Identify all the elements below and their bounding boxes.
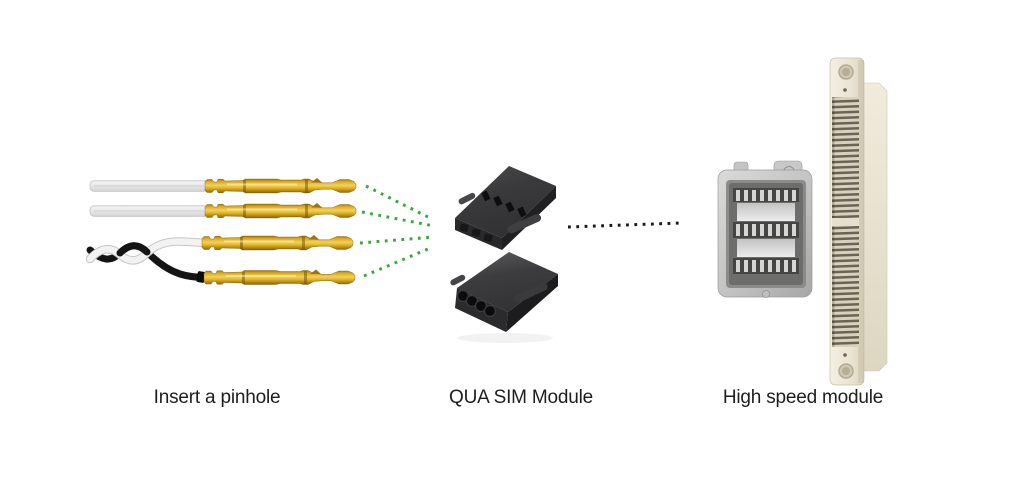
label-high-speed-module: High speed module [722, 387, 884, 408]
green-dotted-arrows [359, 184, 435, 278]
shell-pin-row-2 [736, 224, 796, 236]
green-dotted-arrow-3 [359, 235, 435, 245]
wire-band [196, 271, 206, 283]
gold-pin-4 [203, 269, 356, 285]
label-insert-a-pinhole: Insert a pinhole [153, 387, 281, 408]
shell-pin-row-1 [736, 190, 796, 201]
high-speed-connector-illustration [829, 57, 888, 386]
green-dotted-arrow-2 [361, 210, 435, 228]
shell-screw-bottom [762, 290, 770, 298]
gold-pin-3 [201, 234, 354, 251]
housing-cavities [456, 289, 497, 318]
twisted-pair-wires [85, 234, 356, 285]
sim-housing-top [455, 166, 556, 250]
sim-housing-bottom [450, 252, 558, 343]
metal-shell-illustration [717, 160, 813, 298]
shell-window-1 [737, 203, 795, 221]
housing-front-slots [459, 223, 493, 242]
label-qua-sim-module: QUA SIM Module [449, 387, 593, 408]
black-dotted-line [567, 221, 682, 229]
wire-row-1 [89, 177, 357, 194]
green-dotted-arrow-1 [365, 184, 429, 219]
pinhole-wires-illustration [85, 177, 357, 285]
shell-window-2 [737, 239, 795, 257]
shell-pin-row-3 [736, 260, 796, 272]
gold-pin-1 [204, 177, 357, 194]
green-dotted-arrow-4 [363, 247, 429, 278]
housing-top-slots [481, 190, 527, 218]
gold-pin-2 [204, 202, 357, 219]
wire-row-2 [89, 202, 357, 219]
qua-sim-module-illustration [450, 166, 558, 343]
